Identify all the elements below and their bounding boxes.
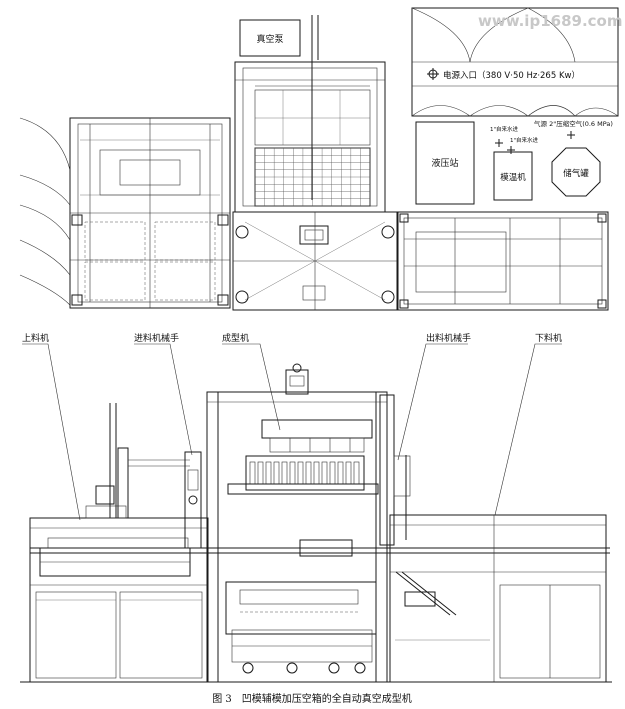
loader-label: 上料机 — [22, 332, 49, 344]
top-plan-view: 真空泵 — [19, 7, 622, 311]
cooling-water-inlet-2-label: 1"自来水进 — [510, 136, 539, 144]
power-inlet-label: 电源入口（380 V·50 Hz·265 Kw） — [443, 70, 580, 81]
feed-manipulator-label: 进料机械手 — [134, 332, 179, 344]
cooling-water-inlet-1-label: 1"自来水进 — [490, 125, 519, 133]
utility-connector-icons — [495, 131, 575, 154]
vacuum-pump-label: 真空泵 — [256, 33, 283, 45]
unloader-label: 下料机 — [535, 332, 562, 344]
front-elevation-view: 上料机 进料机械手 成型机 出料机械手 下料机 — [20, 332, 612, 683]
heater-rods — [249, 461, 360, 485]
forming-machine-label: 成型机 — [222, 332, 249, 344]
air-tank-label: 储气罐 — [563, 168, 589, 179]
hydraulic-station-label: 液压站 — [431, 157, 458, 169]
figure-caption: 图 3 凹模辅模加压空箱的全自动真空成型机 — [212, 692, 412, 705]
discharge-manipulator-label: 出料机械手 — [426, 332, 471, 344]
compressed-air-label: 气源 2"压缩空气(0.6 MPa) — [534, 119, 613, 128]
watermark: www.ip1689.com — [478, 12, 622, 30]
mold-temp-machine-label: 模温机 — [500, 172, 526, 183]
